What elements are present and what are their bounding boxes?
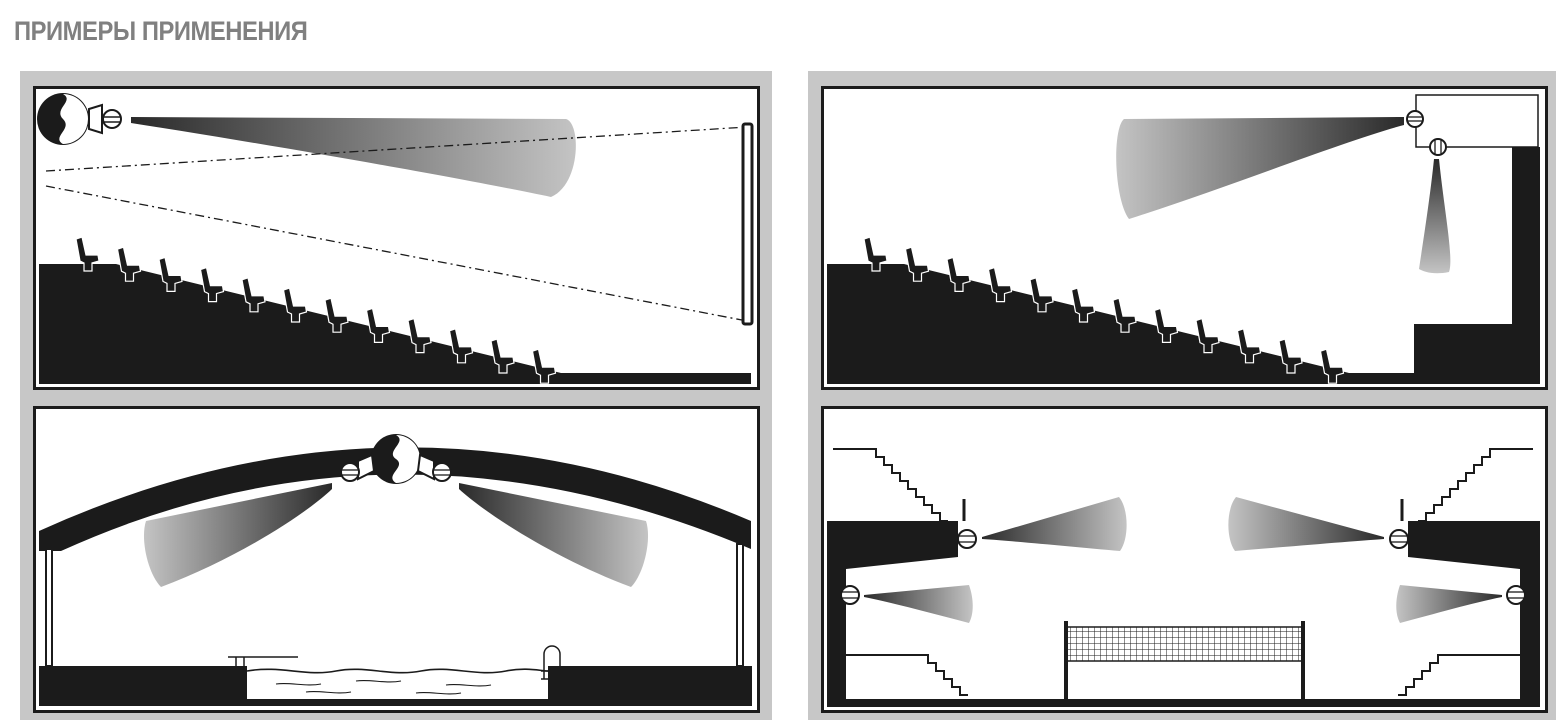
pool-ladder (541, 645, 561, 680)
sound-beam (864, 585, 973, 623)
pool-bottom (247, 699, 548, 706)
sound-beam (143, 483, 332, 587)
seat-icon (946, 256, 971, 292)
sound-beam (1228, 497, 1384, 551)
seat-icon (199, 266, 225, 303)
speaker-icon (1389, 529, 1409, 549)
balcony-right (1408, 521, 1540, 699)
seat-row (75, 236, 557, 384)
sound-beam (1396, 585, 1502, 623)
pool-hall-diagram (39, 434, 752, 706)
lower-stairs-right (1398, 654, 1520, 696)
seat-icon (75, 236, 100, 272)
auditorium-diagram (827, 94, 1540, 384)
spherical-speaker-icon (340, 434, 452, 484)
panel-pool-hall (33, 406, 760, 713)
pool-deck-right (548, 666, 752, 706)
volleyball-net (1064, 621, 1305, 699)
seat-icon (1195, 317, 1220, 354)
page-title: ПРИМЕРЫ ПРИМЕНЕНИЯ (14, 16, 308, 46)
balcony-left (827, 521, 958, 699)
seat-icon (904, 246, 930, 282)
seat-icon (1070, 287, 1096, 323)
seat-icon (448, 328, 474, 364)
panel-sports-hall (821, 406, 1548, 713)
sound-beam (982, 497, 1127, 551)
seat-icon (1278, 338, 1303, 374)
seating-slope (39, 264, 751, 384)
seat-icon (1029, 277, 1054, 313)
pool-water (246, 668, 549, 674)
diving-board (228, 656, 298, 666)
sports-hall-diagram (827, 448, 1540, 707)
speaker-icon (1506, 585, 1526, 605)
seat-icon (1112, 297, 1137, 333)
upper-stairs-right (1418, 448, 1533, 522)
sound-beam (1419, 159, 1451, 274)
seat-icon (1153, 307, 1179, 343)
seat-icon (1319, 348, 1345, 384)
seat-icon (241, 277, 266, 313)
seat-icon (863, 236, 888, 272)
projection-screen (741, 122, 754, 326)
cinema-hall-diagram (37, 93, 754, 384)
panel-cinema-hall (33, 86, 760, 390)
upper-stairs-left (833, 448, 948, 522)
seat-icon (407, 317, 432, 354)
lower-stairs-left (846, 654, 968, 696)
panel-auditorium (821, 86, 1548, 390)
seat-icon (365, 307, 391, 343)
sound-beam (131, 117, 576, 197)
pool-deck-left (39, 666, 247, 706)
court-floor (827, 699, 1540, 707)
speaker-icon (840, 585, 860, 605)
seat-icon (531, 348, 557, 384)
seat-row (863, 236, 1345, 384)
dome-roof (39, 447, 751, 551)
speaker-icon (957, 529, 977, 549)
speaker-box-icon (1406, 94, 1539, 156)
seat-icon (324, 297, 349, 333)
seat-icon (116, 246, 142, 282)
sound-beam (459, 483, 649, 587)
seat-icon (282, 287, 308, 323)
seat-icon (1236, 328, 1262, 364)
right-wall (1414, 147, 1540, 384)
seat-icon (158, 256, 183, 292)
spherical-speaker-icon (37, 93, 122, 145)
seat-icon (987, 266, 1013, 303)
seat-icon (490, 338, 515, 374)
sound-beam (1116, 117, 1404, 219)
